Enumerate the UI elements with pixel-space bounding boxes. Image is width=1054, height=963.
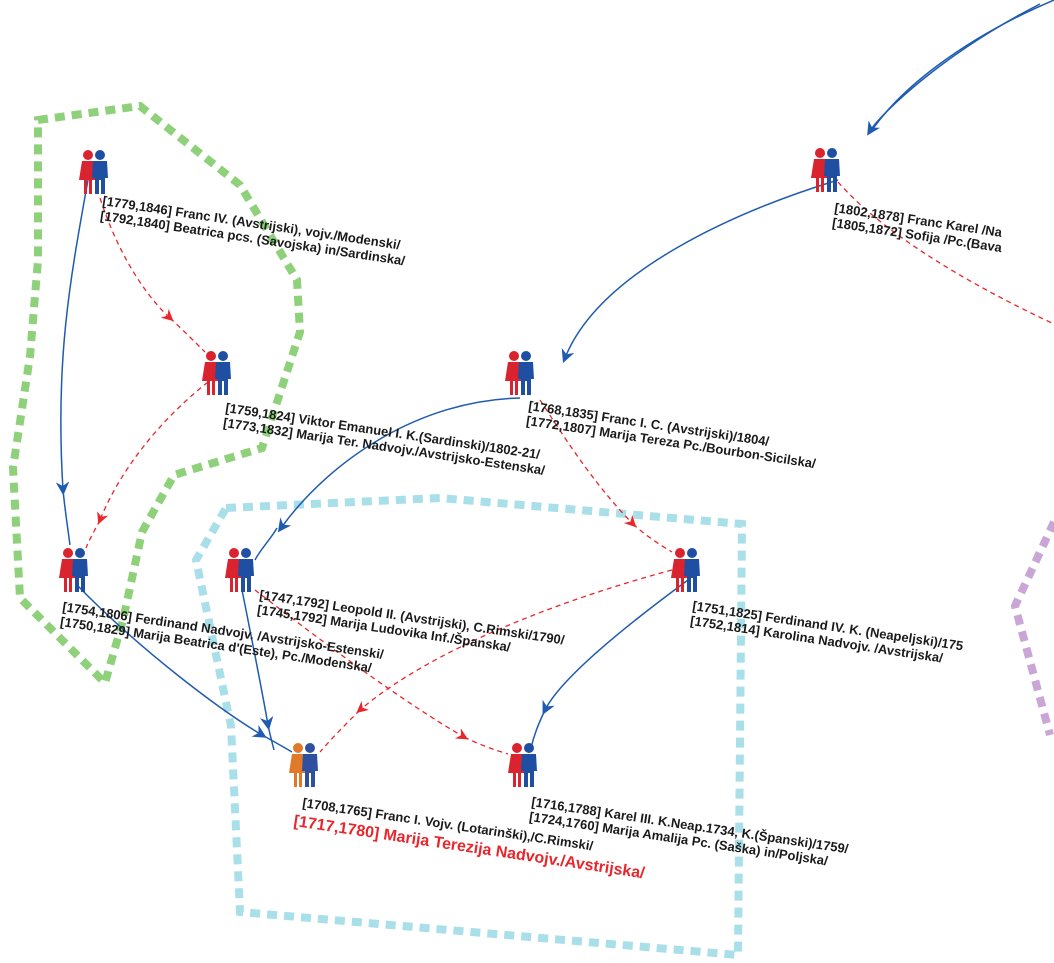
group-outline-cyan — [191, 493, 747, 960]
couple-icon-franc-karel[interactable] — [811, 148, 840, 192]
parent-edge — [542, 579, 689, 715]
couple-icon-leopold-ii[interactable] — [225, 548, 254, 592]
spouse-edge — [97, 381, 209, 525]
couple-icon-ferdinand-nadvojv[interactable] — [59, 548, 88, 592]
spouse-edge — [169, 317, 206, 353]
parent-edge — [561, 179, 839, 364]
parent-edge — [55, 179, 89, 496]
parent-edge — [277, 397, 521, 533]
spouse-edge — [837, 181, 1054, 325]
spouse-edge — [319, 709, 361, 753]
group-outline-green — [8, 101, 305, 691]
parent-edge — [267, 724, 275, 751]
spouse-edge — [254, 589, 469, 740]
parent-edge — [867, 3, 1041, 136]
spouse-edge — [632, 523, 673, 553]
group-outline-purple — [1010, 520, 1054, 737]
couple-icon-franc-iv[interactable] — [79, 150, 108, 194]
parent-edge — [254, 527, 278, 561]
parent-edge — [75, 583, 267, 738]
spouse-edge — [85, 519, 101, 549]
spouse-edge — [539, 399, 637, 528]
couple-icon-ferdinand-iv[interactable] — [671, 548, 700, 592]
spouse-edge — [99, 197, 174, 322]
couple-icon-franc-i-c[interactable] — [505, 351, 534, 395]
couple-icon-karel-iii[interactable] — [508, 743, 537, 787]
parent-edge — [241, 589, 274, 731]
couple-icon-viktor-emanuel[interactable] — [202, 351, 231, 395]
parent-edge — [530, 709, 546, 749]
spouse-edge — [356, 569, 673, 714]
couple-icon-franc-i-vojv[interactable] — [289, 743, 318, 787]
parent-edge — [871, 0, 1054, 131]
parent-edge — [62, 489, 71, 546]
parent-edge — [261, 734, 293, 753]
spouse-edge — [463, 736, 509, 755]
